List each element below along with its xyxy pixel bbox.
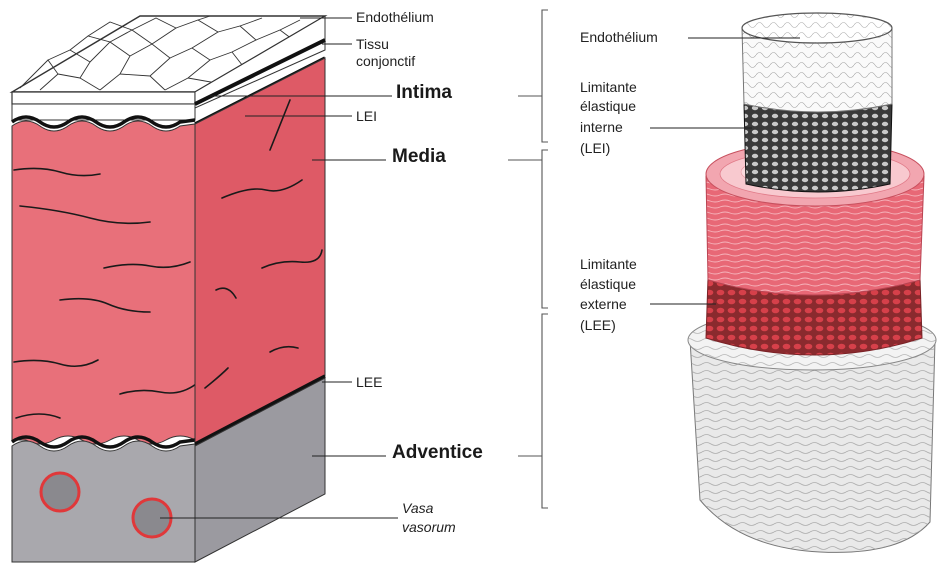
label-lee: LEE: [356, 374, 382, 391]
tube-label-lei-3: interne: [580, 119, 623, 136]
label-media: Media: [392, 148, 446, 165]
tube-label-lee-3: externe: [580, 296, 627, 313]
label-vasorum: vasorum: [402, 519, 456, 536]
media-front-face: [12, 121, 195, 444]
label-intima: Intima: [396, 84, 452, 101]
tube-label-lei-1: Limitante: [580, 79, 637, 96]
tube-label-endothelium: Endothélium: [580, 29, 658, 46]
label-tissu: Tissu: [356, 36, 389, 53]
tube-label-lei-2: élastique: [580, 98, 636, 115]
label-endothelium: Endothélium: [356, 9, 434, 26]
intima-front: [12, 104, 195, 120]
tube-label-lei-4: (LEI): [580, 140, 610, 157]
tube-label-lee-2: élastique: [580, 276, 636, 293]
label-vasa: Vasa: [402, 500, 433, 517]
tube-label-lee-1: Limitante: [580, 256, 637, 273]
label-adventice: Adventice: [392, 444, 483, 461]
label-conjonctif: conjonctif: [356, 53, 415, 70]
tissu-conjonctif-front: [12, 92, 195, 104]
adventice-front-face: [12, 441, 195, 562]
tube-label-lee-4: (LEE): [580, 317, 616, 334]
label-lei: LEI: [356, 108, 377, 125]
vasa-vasorum-vessel-1: [41, 473, 79, 511]
layer-brackets: [508, 10, 548, 508]
